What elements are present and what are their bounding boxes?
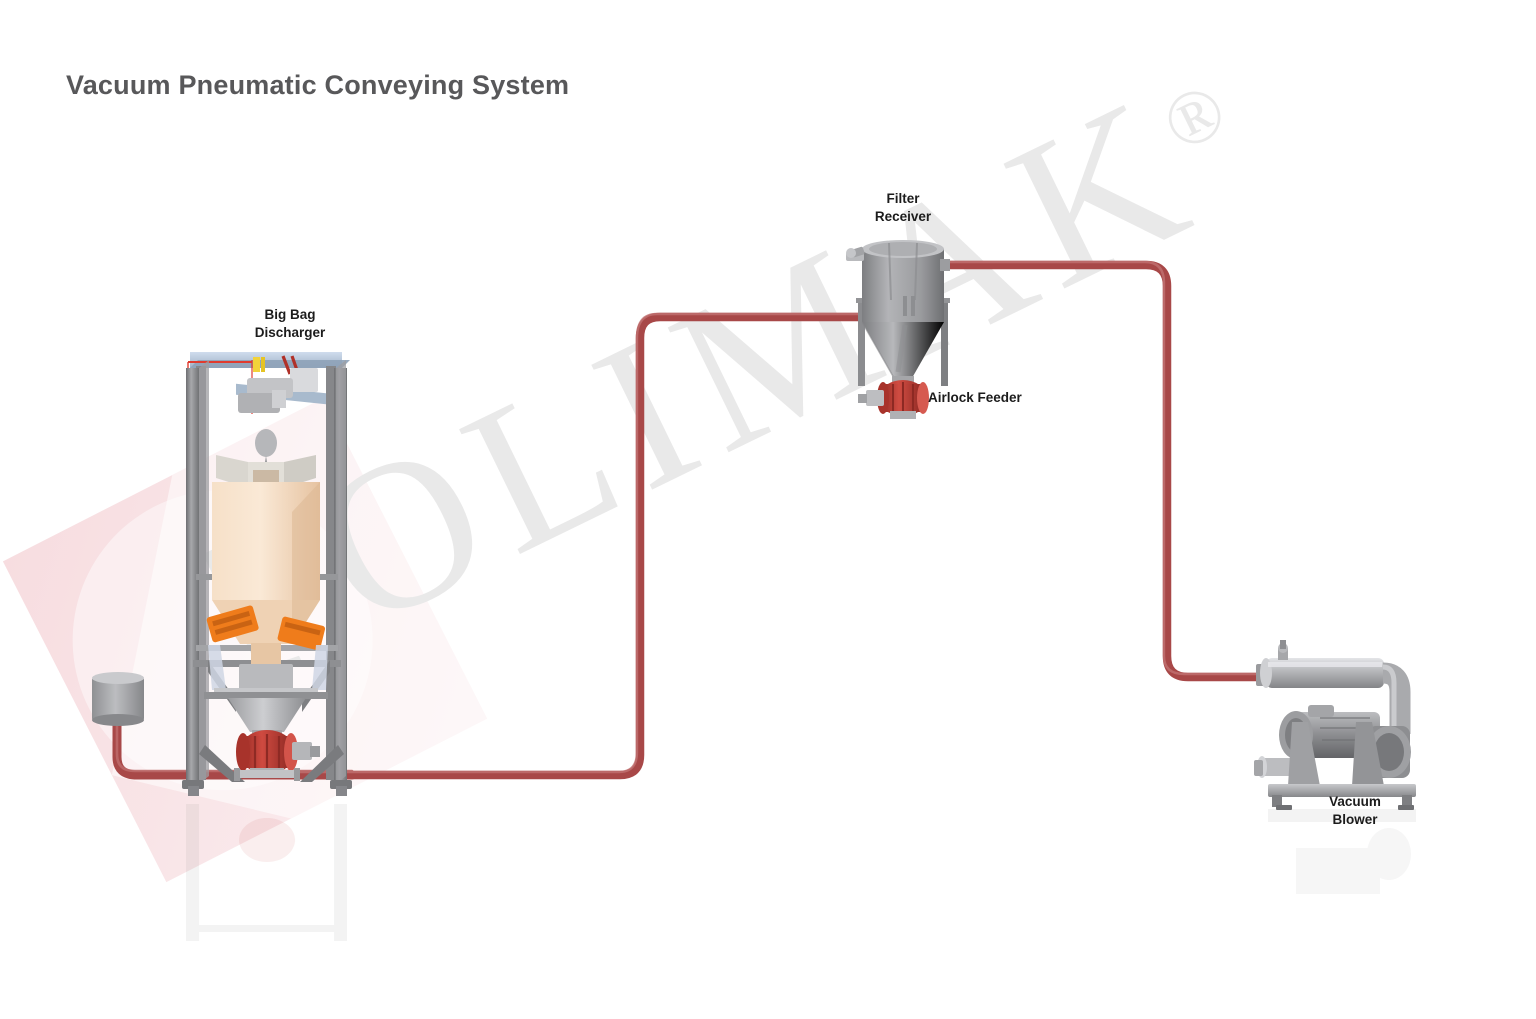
pipe-conveying-line <box>257 312 867 780</box>
label-filter-receiver: Filter Receiver <box>818 190 988 226</box>
air-intake-filter <box>92 672 144 726</box>
discharger-frame <box>182 360 352 796</box>
vacuum-blower[interactable] <box>0 0 1536 941</box>
blower-silencer <box>1256 640 1384 688</box>
pipe-intake-run <box>112 713 357 780</box>
discharge-hopper <box>204 664 328 738</box>
big-bag-discharger[interactable] <box>0 0 1536 941</box>
label-filter-receiver-line1: Filter <box>886 191 920 206</box>
label-vacuum-blower-line1: Vacuum <box>1329 794 1381 809</box>
label-filter-receiver-line2: Receiver <box>874 208 932 224</box>
filter-receiver[interactable] <box>0 0 1536 941</box>
airlock-feeder[interactable] <box>858 380 929 419</box>
label-airlock-feeder: Airlock Feeder <box>928 390 1022 405</box>
massage-paddles <box>206 605 328 690</box>
receiver-inspection-hatch[interactable] <box>846 246 865 261</box>
label-vacuum-blower-line2: Blower <box>1332 811 1378 827</box>
label-big-bag-line2: Discharger <box>254 324 326 340</box>
label-big-bag-discharger: Big Bag Discharger <box>200 306 380 342</box>
discharger-airlock-valve[interactable] <box>234 730 320 781</box>
bag-lifting-frame <box>216 429 316 488</box>
blower-inlet-elbow <box>1382 662 1411 734</box>
label-vacuum-blower: Vacuum Blower <box>1275 793 1435 829</box>
receiver-body <box>862 240 944 322</box>
blower-skid-base <box>1268 722 1416 810</box>
floor-reflections <box>186 804 1416 941</box>
hoist-beam-assembly <box>187 352 350 415</box>
conveying-piping <box>112 260 1263 780</box>
diagram-canvas: POLIMAK® <box>0 0 1536 941</box>
label-big-bag-line1: Big Bag <box>264 307 316 322</box>
page-title: Vacuum Pneumatic Conveying System <box>66 70 570 100</box>
clean-air-outlet <box>940 259 950 271</box>
pipe-vacuum-line <box>941 260 1263 682</box>
